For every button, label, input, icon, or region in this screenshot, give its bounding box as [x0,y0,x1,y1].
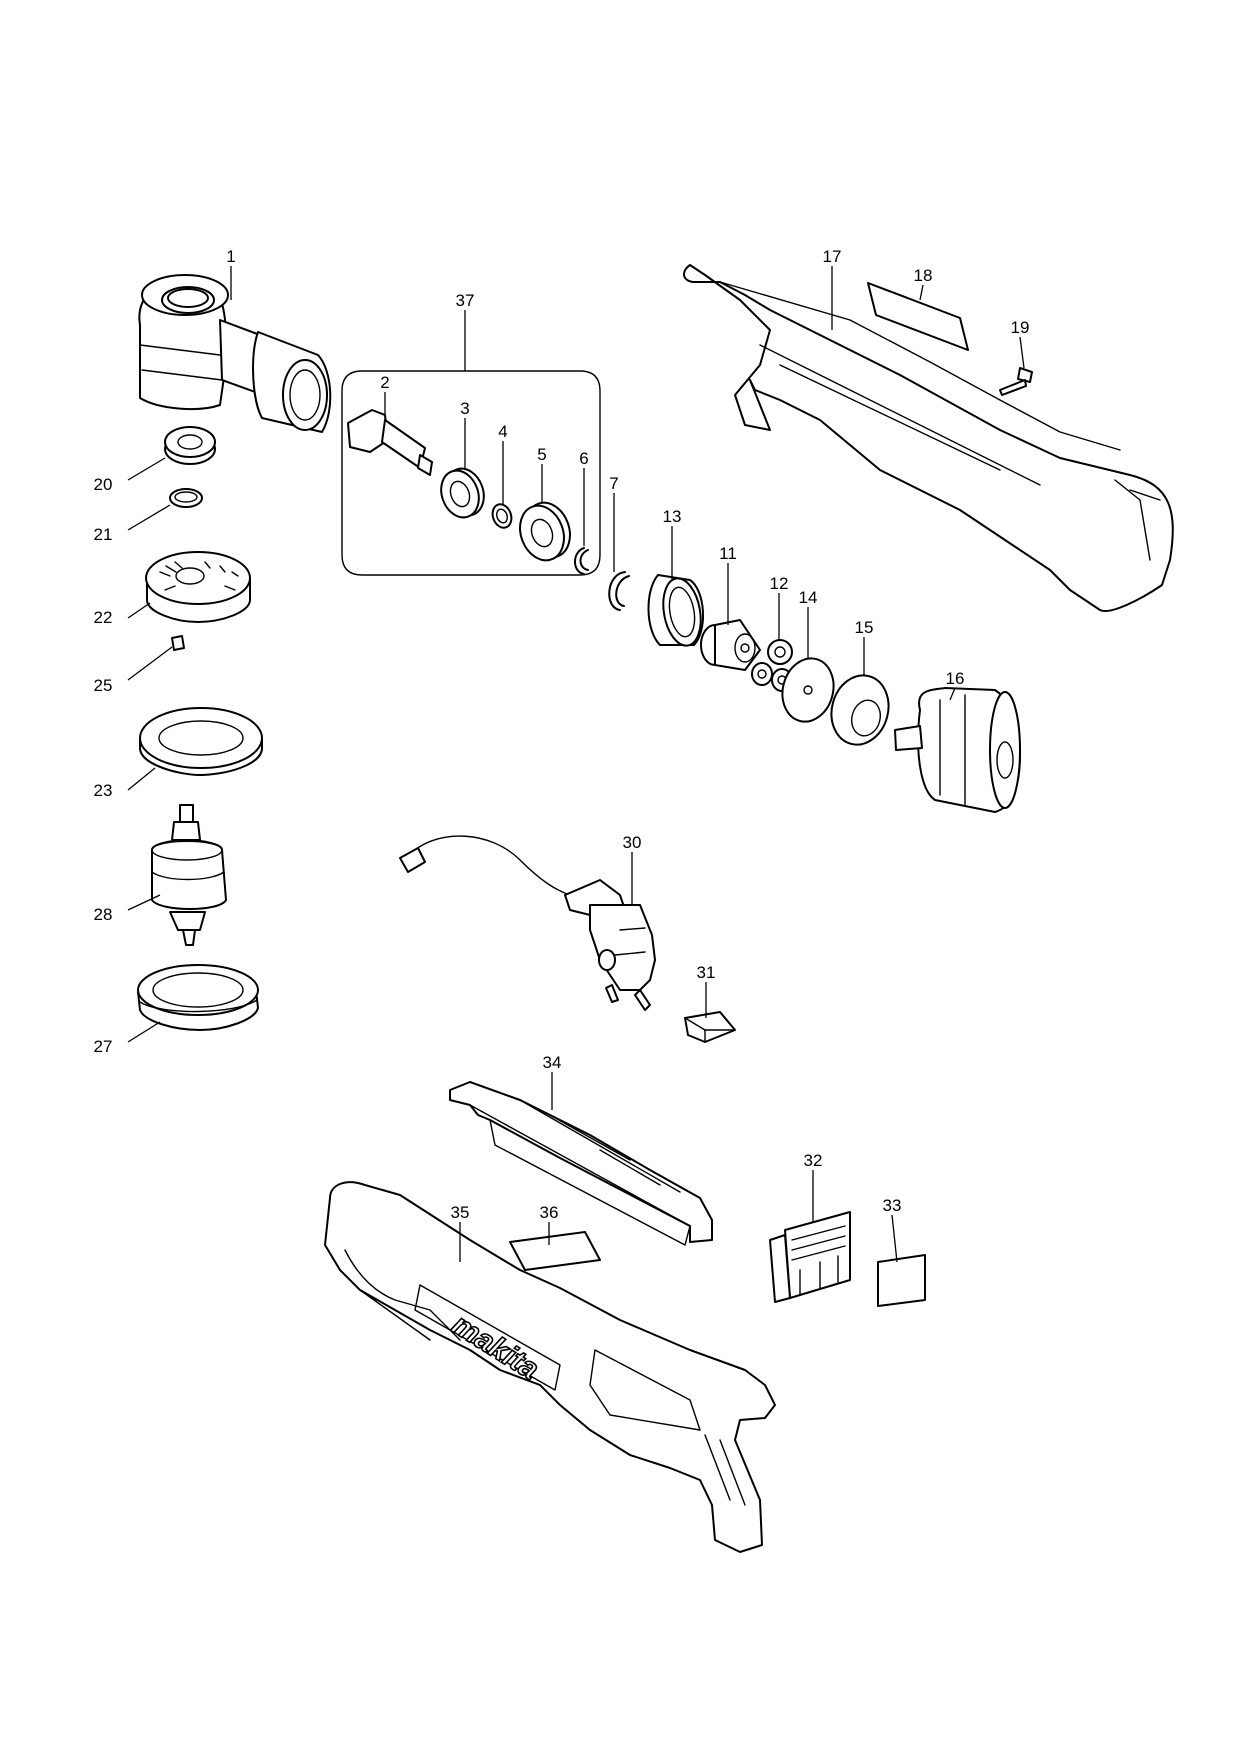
part-18-label [867,282,969,351]
callout-30: 30 [623,833,642,852]
part-25-key [171,635,185,651]
callout-14: 14 [799,588,818,607]
callout-32: 32 [804,1151,823,1170]
callout-3: 3 [460,399,469,418]
callout-27: 27 [94,1037,113,1056]
callout-31: 31 [697,963,716,982]
callout-28: 28 [94,905,113,924]
part-2-spindle [347,409,433,476]
part-22-gear [145,551,251,623]
callout-2: 2 [380,373,389,392]
part-6-snap-ring [574,547,589,575]
part-5-bearing [519,501,571,562]
part-19-screw [999,367,1033,396]
part-28-chuck [151,804,227,946]
callout-35: 35 [451,1203,470,1222]
callout-7: 7 [609,474,618,493]
callout-19: 19 [1011,318,1030,337]
callout-21: 21 [94,525,113,544]
callout-13: 13 [663,507,682,526]
callout-5: 5 [537,445,546,464]
callout-numbers: 1 2 3 4 5 6 7 11 12 13 14 15 16 17 18 19… [94,247,1030,1222]
part-32-controller [769,1211,851,1303]
callout-34: 34 [543,1053,562,1072]
part-23-ring [139,707,263,776]
callout-12: 12 [770,574,789,593]
part-11-carrier [700,619,761,671]
callout-17: 17 [823,247,842,266]
callout-4: 4 [498,422,507,441]
callout-6: 6 [579,449,588,468]
leader-lines [127,266,1025,1263]
part-20-bearing [164,426,216,465]
callout-16: 16 [946,669,965,688]
part-21-snap-ring [169,488,203,508]
callout-18: 18 [914,266,933,285]
part-13-ring-gear [647,574,705,647]
callout-11: 11 [719,544,737,563]
part-27-ring-nut [137,964,259,1031]
part-16-motor [894,687,1021,813]
part-4-retaining-ring [491,503,513,529]
part-15-gear-plate [830,674,890,746]
part-1-angle-head [138,274,332,433]
kit-37-frame [341,370,601,576]
callout-20: 20 [94,475,113,494]
callout-1: 1 [226,247,235,266]
callout-22: 22 [94,608,113,627]
part-30-switch [399,835,656,1011]
part-33-label [877,1254,926,1307]
callout-23: 23 [94,781,113,800]
callout-36: 36 [540,1203,559,1222]
part-36-label [509,1231,601,1271]
part-7-circlip [608,571,630,611]
part-17-housing-half [683,264,1174,612]
callout-37: 37 [456,291,475,310]
part-34-battery-holder [449,1081,713,1246]
callout-15: 15 [855,618,874,637]
part-14-washer [781,657,835,723]
callout-33: 33 [883,1196,902,1215]
callout-25: 25 [94,676,113,695]
part-3-bearing [440,467,485,519]
part-31-switch-lever [684,1011,736,1043]
